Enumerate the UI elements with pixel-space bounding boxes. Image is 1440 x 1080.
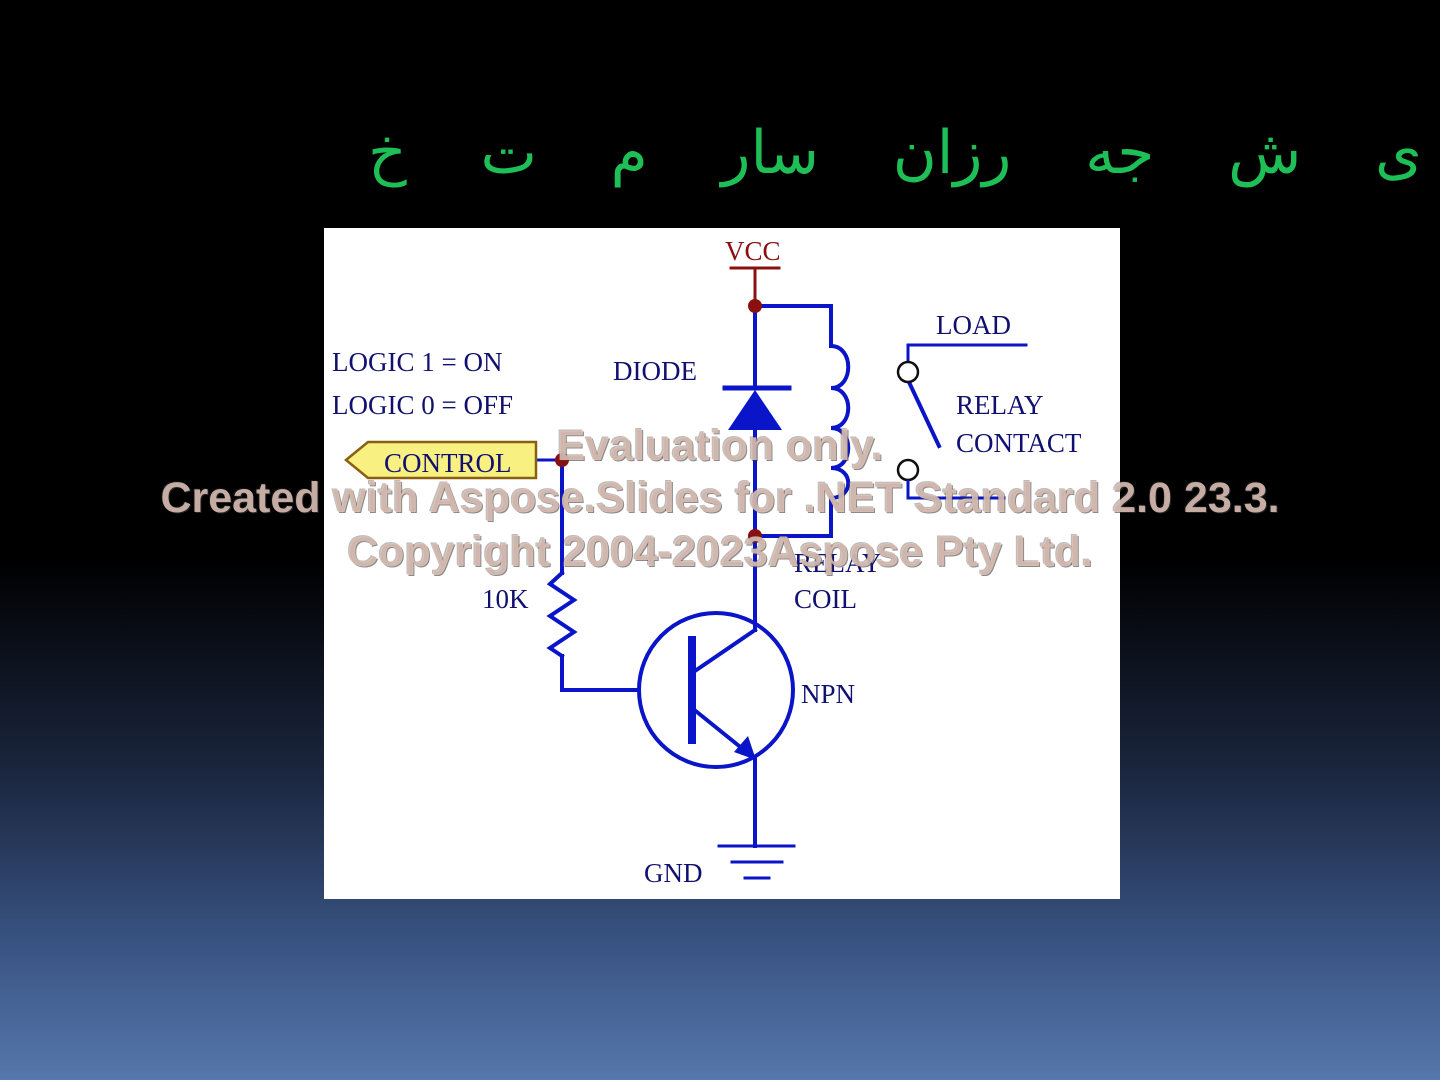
relay-contact-label-1: RELAY [956,390,1044,420]
coil-node [748,529,762,543]
transistor-body [637,611,795,769]
relay-coil-label-2: COIL [794,584,857,614]
relay-coil-label-1: RELAY [794,548,882,578]
load-label: LOAD [936,310,1011,340]
diode-triangle [728,390,782,430]
emitter-arrow [734,736,756,760]
title-char-5: رزان [892,118,1012,188]
title-char-6: جه [1085,118,1155,188]
vcc-label: VCC [725,236,781,266]
relay-switch-arm [905,377,942,449]
relay-coil [828,343,851,501]
control-label: CONTROL [384,448,512,478]
title-char-2: ت [480,118,537,188]
title-char-7: ش [1228,118,1302,188]
diode-label: DIODE [613,356,697,386]
control-node [555,453,569,467]
logic0-label: LOGIC 0 = OFF [332,390,513,420]
relay-circuit-diagram: VCC LOAD LOGIC 1 = ON LOGIC 0 = OFF DIOD… [332,236,1082,888]
npn-label: NPN [801,679,855,709]
resistor-10k [546,570,578,659]
control-tag [344,440,538,480]
contact-terminal-top [896,360,920,384]
contact-terminal-bottom [896,458,920,482]
relay-contact-label-2: CONTACT [956,428,1082,458]
title-char-4: سار [721,118,820,188]
relay-circuit-figure: VCC LOAD LOGIC 1 = ON LOGIC 0 = OFF DIOD… [324,228,1120,899]
title-char-1: خ [368,118,407,188]
transistor-collector [689,627,758,676]
title-char-3: م [610,118,648,188]
resistor-label: 10K [482,584,529,614]
vcc-node [748,299,762,313]
gnd-label: GND [644,858,703,888]
slide-title: خ ت م سار رزان جه ش ی [360,108,1430,198]
logic1-label: LOGIC 1 = ON [332,347,502,377]
title-char-8: ی [1375,118,1422,188]
